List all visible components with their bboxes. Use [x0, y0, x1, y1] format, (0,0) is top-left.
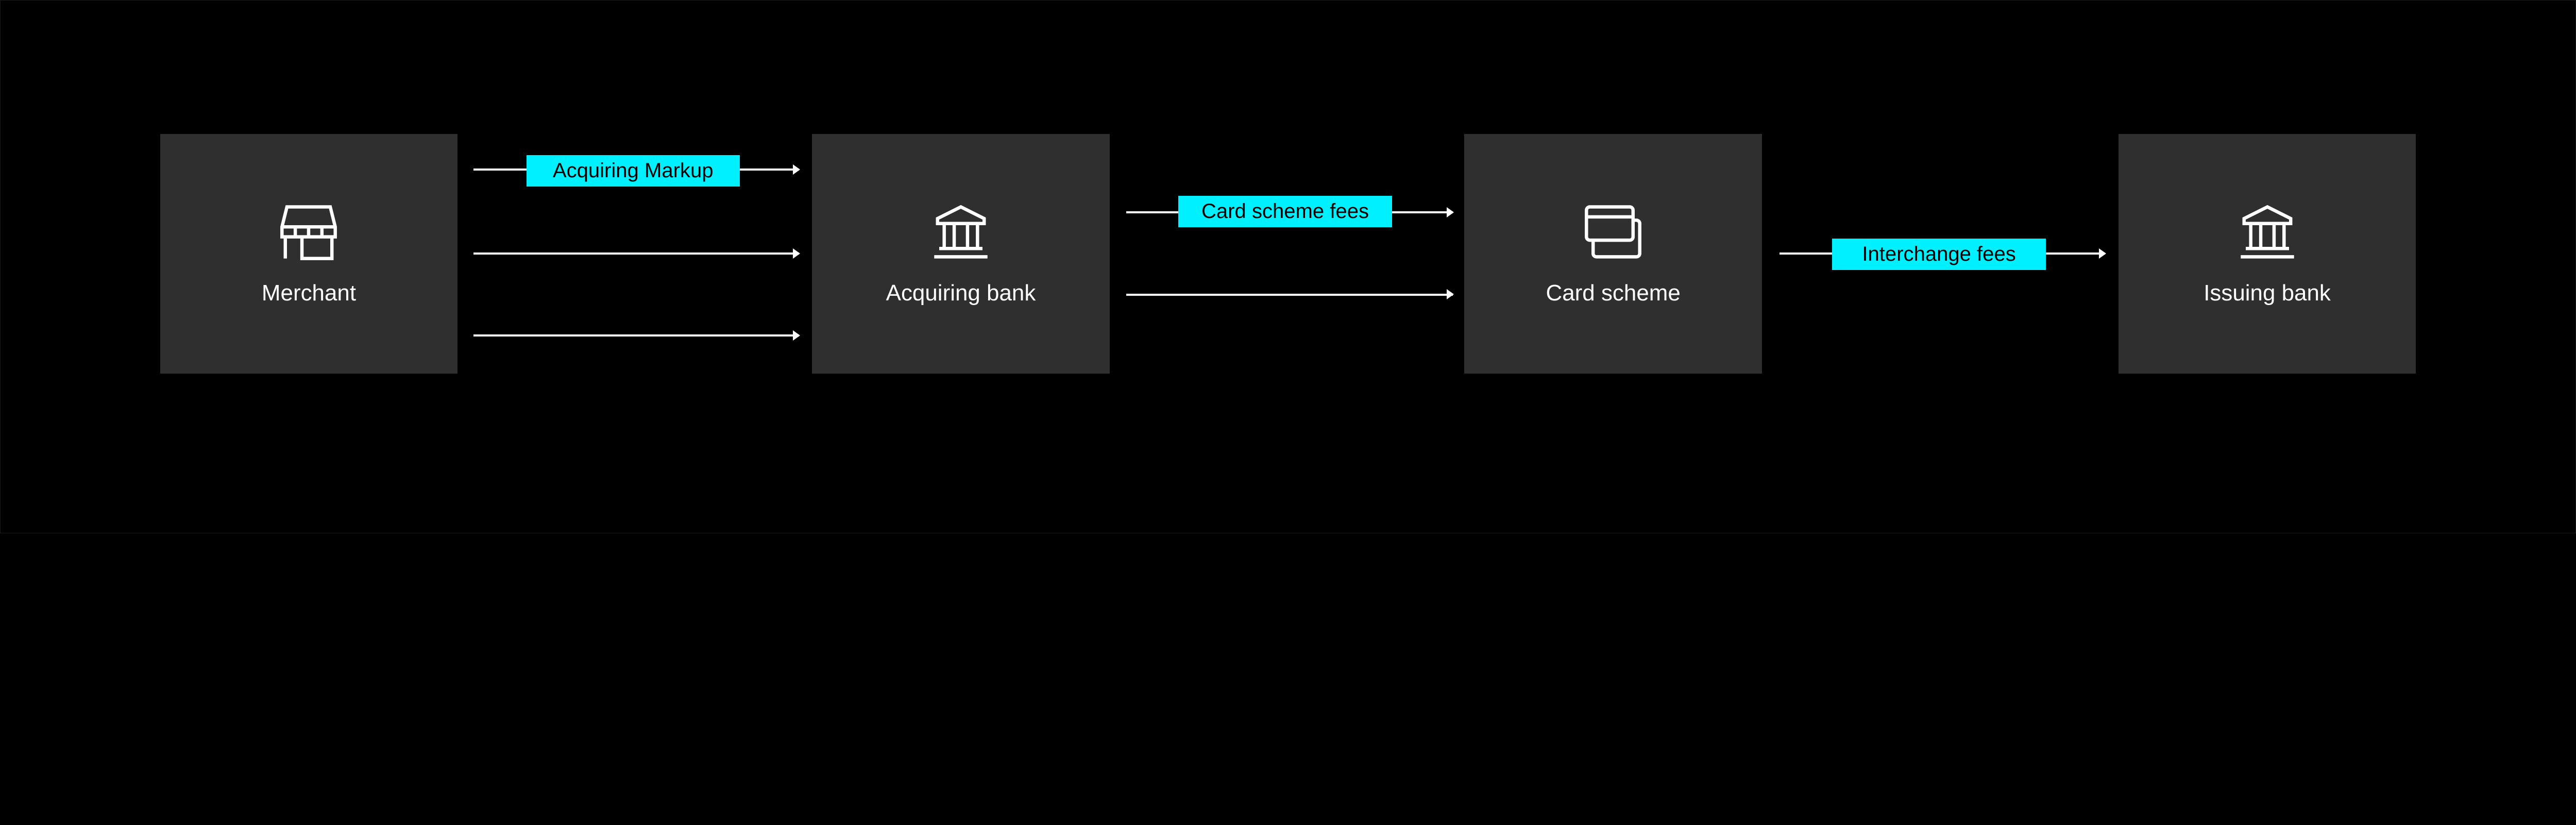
node-label: Merchant: [261, 280, 357, 306]
fee-label-interchange-fees: Interchange fees: [1832, 239, 2046, 270]
fee-flow-diagram: Merchant Acquiring bank Card scheme Issu…: [0, 0, 2576, 533]
fee-label-acquiring-markup: Acquiring Markup: [526, 155, 740, 187]
node-label: Issuing bank: [2204, 280, 2331, 306]
arrow-merchant-to-acquirer-3: [473, 330, 801, 341]
fee-label-card-scheme-fees: Card scheme fees: [1178, 196, 1392, 228]
credit-cards-icon: [1585, 205, 1642, 259]
arrow-acquirer-to-scheme-2: [1126, 289, 1454, 300]
bank-icon: [934, 205, 988, 259]
node-acquiring-bank: Acquiring bank: [812, 133, 1110, 374]
node-merchant: Merchant: [160, 133, 458, 374]
storefront-icon: [280, 205, 337, 261]
bank-icon: [2240, 205, 2294, 259]
node-label: Card scheme: [1546, 280, 1681, 306]
arrow-merchant-to-acquirer-2: [473, 248, 801, 259]
node-label: Acquiring bank: [886, 280, 1036, 306]
node-issuing-bank: Issuing bank: [2118, 133, 2416, 374]
node-card-scheme: Card scheme: [1464, 133, 1762, 374]
